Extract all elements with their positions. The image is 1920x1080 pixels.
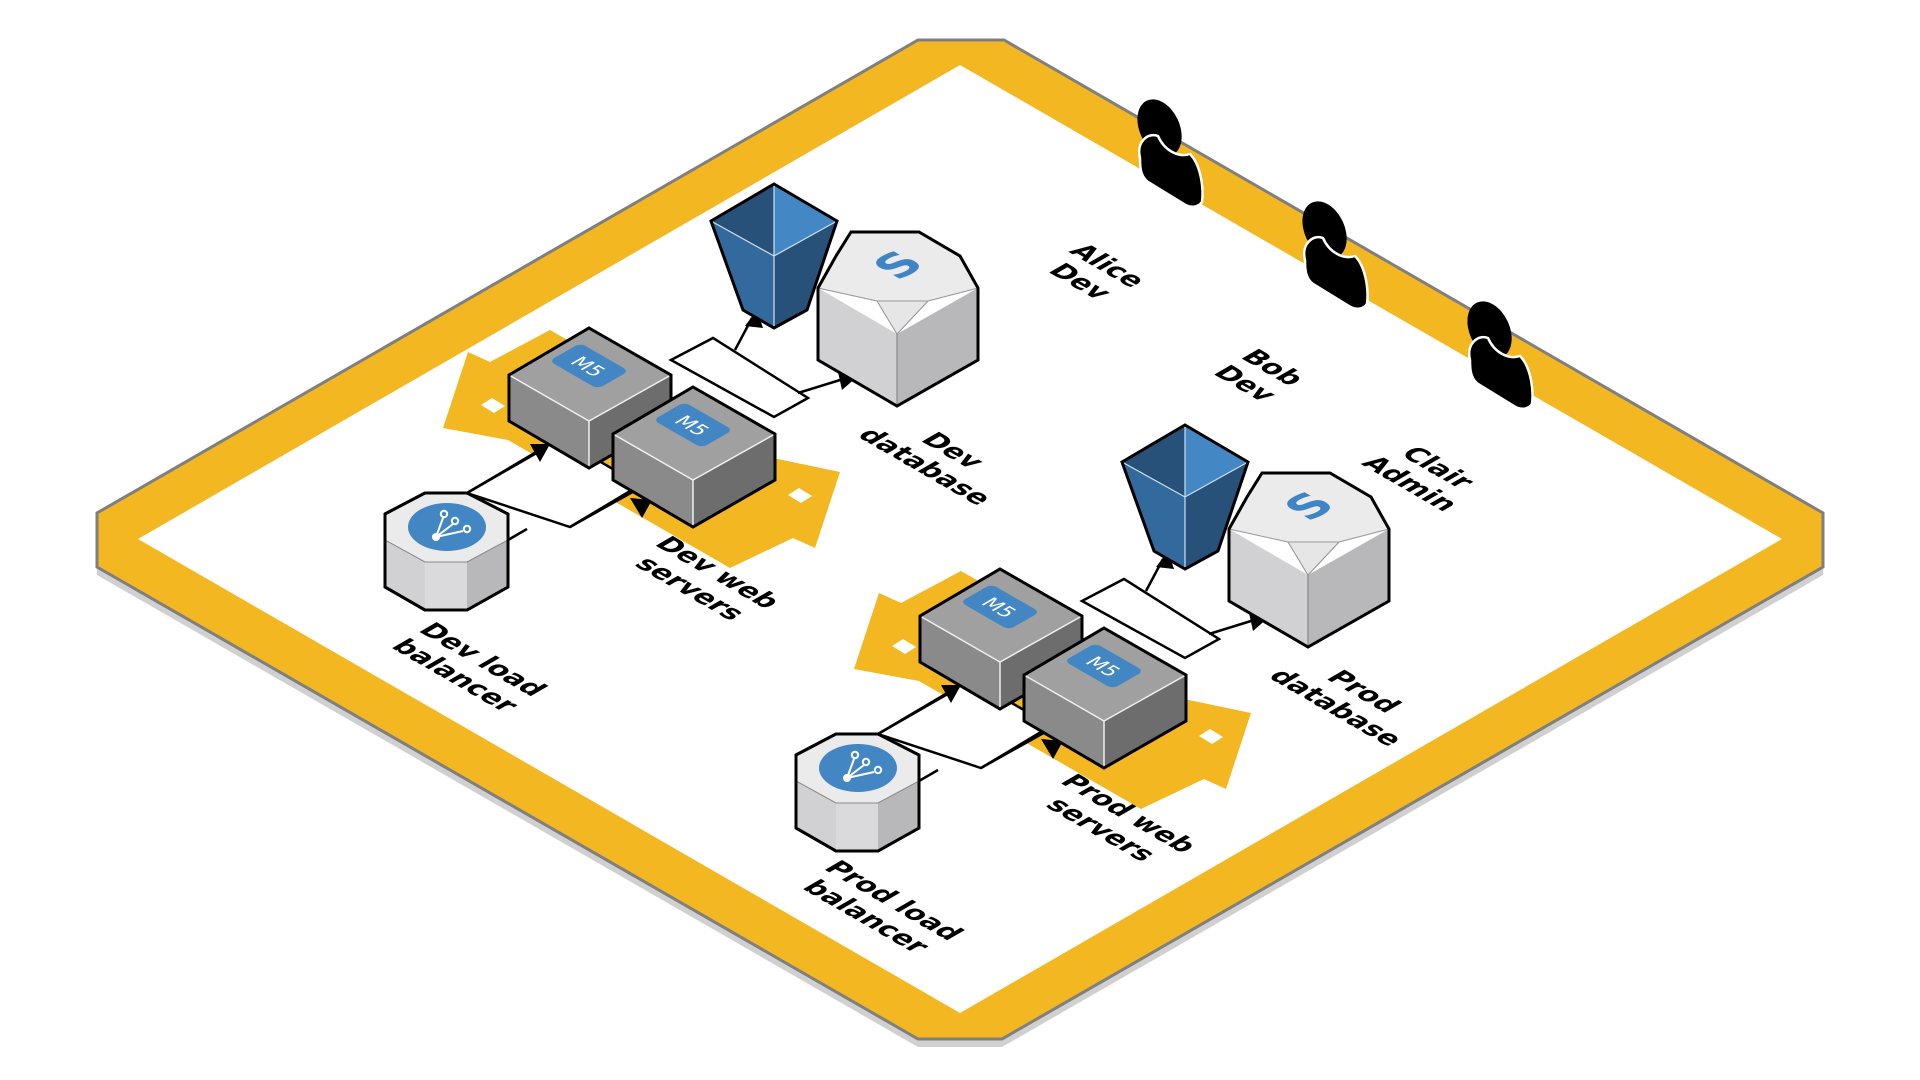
server-outline [507, 326, 673, 470]
region-boundary [95, 38, 1825, 1047]
badge-background [656, 403, 730, 447]
web-server-instance[interactable]: M5 [1022, 626, 1188, 770]
web-server-instance[interactable]: M5 [507, 326, 673, 470]
server-outline [918, 567, 1084, 711]
boundary-floor [138, 65, 1782, 1013]
load-balancer-fanout-icon [843, 750, 883, 782]
database-top-facet [876, 300, 930, 335]
user-icon [1467, 301, 1534, 410]
server-left-face [1024, 675, 1104, 768]
storage-bucket[interactable] [1120, 423, 1250, 571]
arrow-head-icon [530, 444, 550, 462]
database-top-facet [1287, 541, 1341, 576]
user-icon [1137, 99, 1204, 208]
load-balancer-front [425, 562, 467, 610]
connector-line [1208, 619, 1252, 636]
load-balancer-outline [794, 732, 921, 853]
user-body [1302, 235, 1369, 310]
load-balancer[interactable] [794, 732, 921, 853]
connector-servers-to-storage [1079, 551, 1269, 660]
load-balancer-fanout-icon [432, 509, 472, 541]
badge-background [552, 344, 626, 388]
load-balancer-icon [819, 744, 897, 792]
load-balancer-icon [408, 503, 486, 551]
instance-type-badge: M5 [1067, 644, 1141, 688]
database-outline [1227, 471, 1391, 649]
server-left-face [509, 375, 589, 468]
load-balancer-front [836, 803, 878, 851]
connector-servers-to-storage [668, 310, 858, 419]
server-right-face [589, 375, 671, 468]
database-right-face [897, 288, 978, 406]
server-right-face [1104, 675, 1186, 768]
connector-line [877, 686, 959, 736]
arrow-head-icon [630, 498, 652, 518]
user-icon [1302, 201, 1369, 310]
server-left-face [613, 434, 693, 527]
connector-line [466, 445, 548, 495]
database-outline [816, 230, 980, 408]
s3-bucket-icon [1120, 423, 1250, 571]
s3-bucket-icon [709, 182, 839, 330]
arrow-head-icon [1041, 739, 1063, 759]
connector-shape [668, 336, 811, 419]
load-balancer-outline [383, 491, 510, 612]
band-notch [892, 639, 916, 654]
connector-line [918, 768, 939, 783]
arrow-head-icon [941, 685, 961, 703]
instance-type-badge: M5 [656, 403, 730, 447]
server-left-face [920, 616, 1000, 709]
database[interactable]: S [816, 230, 980, 408]
database-left-face [1229, 529, 1308, 647]
connector-line [507, 527, 528, 542]
web-server-instance[interactable]: M5 [611, 385, 777, 529]
band-notch [481, 398, 505, 413]
band-notch [1199, 729, 1223, 744]
web-server-instance[interactable]: M5 [918, 567, 1084, 711]
server-right-face [693, 434, 775, 527]
user-body [1137, 133, 1204, 208]
database-right-face [1308, 529, 1389, 647]
load-balancer[interactable] [383, 491, 510, 612]
storage-bucket[interactable] [709, 182, 839, 330]
server-outline [1022, 626, 1188, 770]
badge-background [1067, 644, 1141, 688]
server-outline [611, 385, 777, 529]
connector-shape [1079, 577, 1222, 660]
badge-background [963, 585, 1037, 629]
user-body [1467, 335, 1534, 410]
s3-bucket-top-right [774, 184, 837, 256]
band-notch [788, 488, 812, 503]
connector-line [797, 378, 841, 395]
s3-bucket-top-right [1185, 425, 1248, 497]
database[interactable]: S [1227, 471, 1391, 649]
server-right-face [1000, 616, 1082, 709]
database-left-face [818, 288, 897, 406]
